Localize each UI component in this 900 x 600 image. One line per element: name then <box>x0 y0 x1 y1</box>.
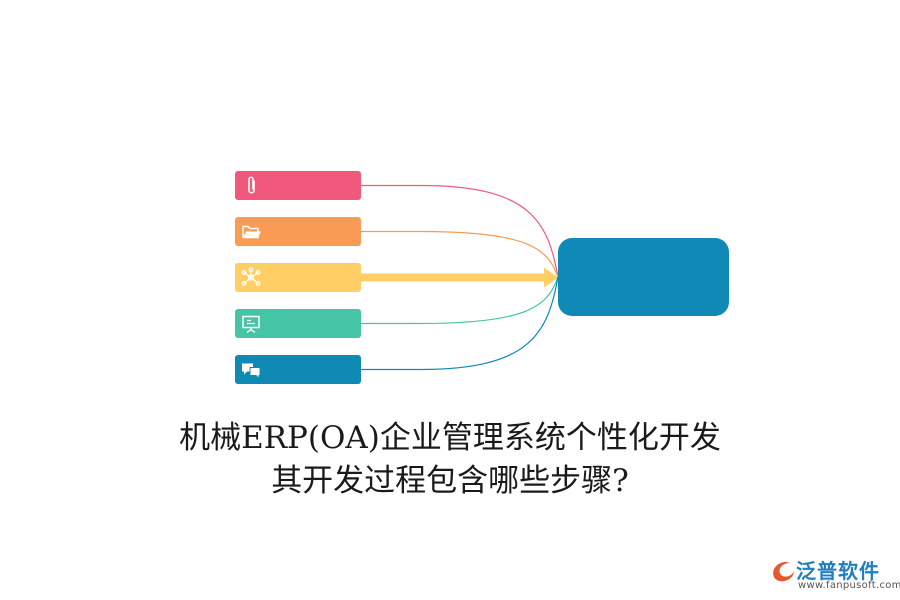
logo-url: www.fanpusoft.com <box>798 580 900 591</box>
source-boxes <box>235 171 361 384</box>
source-box <box>235 217 361 246</box>
source-box <box>235 171 361 200</box>
title-line-2: 其开发过程包含哪些步骤? <box>271 463 629 499</box>
network-icon <box>241 267 261 286</box>
source-box <box>235 309 361 338</box>
logo-icon <box>773 561 794 582</box>
logo-name: 泛普软件 <box>796 559 880 583</box>
paperclip-icon <box>248 176 255 194</box>
source-box <box>235 355 361 384</box>
presentation-icon <box>242 315 260 334</box>
main-arrow-head <box>544 267 558 288</box>
connector-line <box>361 184 559 278</box>
source-box <box>235 263 361 292</box>
title-line-1: 机械ERP(OA)企业管理系统个性化开发 <box>179 420 721 456</box>
connector-line <box>361 276 559 371</box>
connectors <box>359 184 559 371</box>
target-box <box>558 238 729 316</box>
connector-line <box>361 276 559 325</box>
connector-line <box>361 230 559 278</box>
folder-icon <box>242 225 261 239</box>
main-arrow-shaft <box>359 273 544 282</box>
chat-bubbles-icon <box>242 363 261 380</box>
fanpusoft-logo: 泛普软件 www.fanpusoft.com <box>768 553 900 597</box>
